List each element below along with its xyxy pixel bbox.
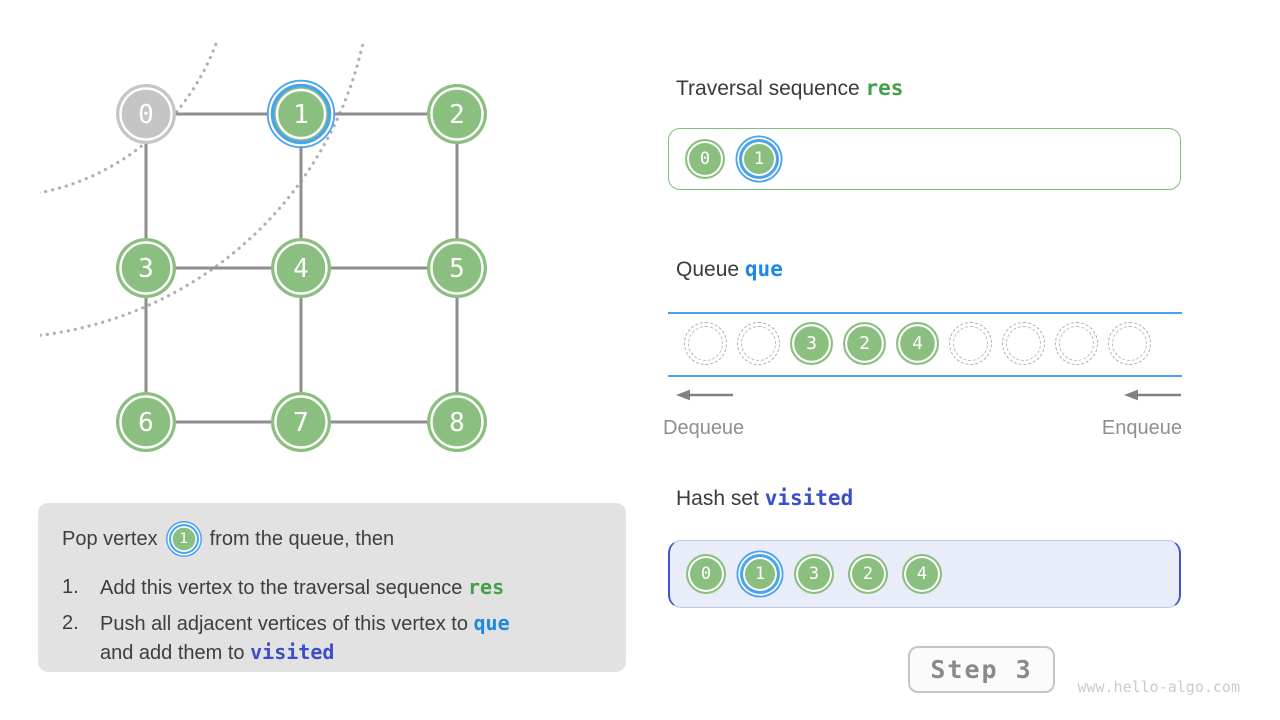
visited-box: 0 1 3 2 4	[668, 540, 1181, 608]
res-code-ref: res	[467, 575, 505, 599]
explanation-item-1: 1. Add this vertex to the traversal sequ…	[62, 573, 606, 602]
res-code-label: res	[865, 76, 904, 100]
list-number: 2.	[62, 612, 79, 634]
visited-item-4: 4	[902, 554, 942, 594]
explanation-intro-post: from the queue, then	[209, 528, 395, 550]
queue-bottom-line	[668, 375, 1182, 377]
explanation-list: 1. Add this vertex to the traversal sequ…	[62, 573, 606, 667]
queue-code-label: que	[744, 257, 783, 281]
explanation-item-2-text: Push all adjacent vertices of this verte…	[100, 609, 510, 667]
site-url: www.hello-algo.com	[1077, 678, 1240, 696]
visited-item-1: 1	[740, 554, 780, 594]
graph-vertex-5: 5	[427, 238, 487, 298]
graph-vertex-1: 1	[266, 79, 336, 149]
explanation-intro: Pop vertex 1 from the queue, then	[62, 520, 606, 558]
queue-slot	[1002, 322, 1045, 365]
visited-item-2: 2	[848, 554, 888, 594]
svg-text:3: 3	[138, 254, 154, 284]
queue-slots: 3 2 4	[684, 322, 1151, 365]
visited-item-3: 3	[794, 554, 834, 594]
bfs-graph: 0 1 2 3 4 5 6 7	[40, 40, 487, 452]
queue-slot: 2	[843, 322, 886, 365]
queue-slot	[949, 322, 992, 365]
explanation-item-2: 2. Push all adjacent vertices of this ve…	[62, 609, 606, 667]
svg-text:2: 2	[449, 100, 465, 130]
graph-vertex-2: 2	[427, 84, 487, 144]
graph-vertex-4: 4	[271, 238, 331, 298]
list-number: 1.	[62, 576, 79, 598]
explanation-item-1-body: Add this vertex to the traversal sequenc…	[100, 577, 468, 599]
bfs-wave-arc-outer	[40, 40, 366, 337]
explanation-item-2-body2: and add them to	[100, 642, 251, 664]
res-title-text: Traversal sequence	[676, 77, 860, 100]
explanation-item-2-body: Push all adjacent vertices of this verte…	[100, 613, 474, 635]
res-section-title: Traversal sequence res	[676, 76, 903, 101]
svg-text:4: 4	[293, 254, 309, 284]
current-vertex-badge: 1	[168, 524, 199, 554]
graph-vertex-0: 0	[116, 84, 176, 144]
res-item-1: 1	[739, 139, 779, 179]
visited-code-ref: visited	[250, 640, 335, 664]
graph-vertex-6: 6	[116, 392, 176, 452]
explanation-item-1-text: Add this vertex to the traversal sequenc…	[100, 573, 504, 602]
que-code-ref: que	[473, 611, 510, 635]
queue-title-text: Queue	[676, 258, 740, 281]
explanation-intro-pre: Pop vertex	[62, 528, 158, 550]
enqueue-label: Enqueue	[1101, 417, 1182, 439]
visited-title-text: Hash set	[676, 487, 759, 510]
explanation-box: Pop vertex 1 from the queue, then 1. Add…	[38, 503, 626, 672]
dequeue-label: Dequeue	[663, 417, 745, 439]
queue-slot	[737, 322, 780, 365]
svg-text:1: 1	[293, 100, 309, 130]
svg-text:6: 6	[138, 408, 154, 438]
queue-top-line	[668, 312, 1182, 314]
dequeue-arrow-icon	[676, 389, 733, 401]
queue-slot	[1055, 322, 1098, 365]
svg-text:0: 0	[138, 100, 154, 130]
queue-slot	[1108, 322, 1151, 365]
enqueue-arrow-icon	[1124, 389, 1181, 401]
svg-text:8: 8	[449, 408, 465, 438]
step-button[interactable]: Step 3	[908, 646, 1055, 693]
visited-item-0: 0	[686, 554, 726, 594]
queue-slot	[684, 322, 727, 365]
visited-section-title: Hash set visited	[676, 486, 853, 511]
queue-section-title: Queue que	[676, 257, 783, 282]
graph-vertex-3: 3	[116, 238, 176, 298]
graph-vertex-7: 7	[271, 392, 331, 452]
queue-slot: 3	[790, 322, 833, 365]
svg-text:7: 7	[293, 408, 309, 438]
svg-text:5: 5	[449, 254, 465, 284]
queue-slot: 4	[896, 322, 939, 365]
res-box: 0 1	[668, 128, 1181, 190]
graph-vertex-8: 8	[427, 392, 487, 452]
visited-code-label: visited	[764, 486, 854, 510]
res-item-0: 0	[685, 139, 725, 179]
